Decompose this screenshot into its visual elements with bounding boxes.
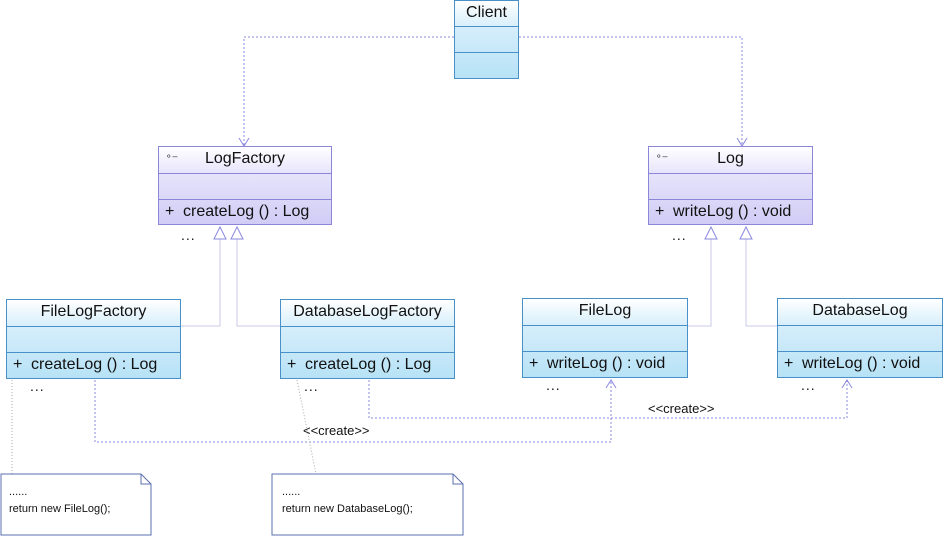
realization-filelogfactory <box>181 239 221 327</box>
create-databaselogfactory-databaselog <box>368 380 848 419</box>
ellipsis-databaselog: ... <box>801 377 816 393</box>
class-databaselogfactory[interactable]: DatabaseLogFactory +createLog () : Log <box>280 299 455 379</box>
note-anchor-databaselogfactory <box>296 379 317 475</box>
ellipsis-filelog: ... <box>546 377 561 393</box>
attributes-section <box>281 327 454 353</box>
attributes-section <box>159 174 331 200</box>
class-filelog[interactable]: FileLog +writeLog () : void <box>522 298 688 378</box>
create-arrowhead-databaselog <box>841 379 853 389</box>
create-stereotype-right: <<create>> <box>648 401 715 416</box>
attributes-section <box>7 327 180 353</box>
class-name: FileLog <box>523 299 687 326</box>
note-line: ...... <box>9 486 28 498</box>
note-line: return new FileLog(); <box>9 503 111 515</box>
class-log[interactable]: ⚬– Log +writeLog () : void <box>648 146 813 225</box>
note-databaselogfactory: ...... return new DatabaseLog(); <box>274 476 463 535</box>
interface-icon: ⚬– <box>165 151 178 161</box>
class-client[interactable]: Client <box>454 0 519 79</box>
interface-icon: ⚬– <box>655 151 668 161</box>
operation-createlog: +createLog () : Log <box>287 356 432 373</box>
ellipsis-databaselogfactory: ... <box>304 378 319 394</box>
operation-writelog: +writeLog () : void <box>784 355 921 372</box>
dependency-client-logfactory <box>243 36 454 146</box>
create-stereotype-left: <<create>> <box>303 423 370 438</box>
operation-createlog: +createLog () : Log <box>165 203 310 220</box>
realization-filelog <box>688 239 712 327</box>
note-filelogfactory: ...... return new FileLog(); <box>1 476 151 535</box>
class-name: FileLogFactory <box>7 300 180 327</box>
realization-triangle-left-2 <box>230 225 244 240</box>
class-name: DatabaseLogFactory <box>281 300 454 327</box>
class-logfactory[interactable]: ⚬– LogFactory +createLog () : Log <box>158 146 332 225</box>
note-line: return new DatabaseLog(); <box>282 503 413 515</box>
class-filelogfactory[interactable]: FileLogFactory +createLog () : Log <box>6 299 181 379</box>
class-name: LogFactory <box>159 147 331 174</box>
realization-databaselog <box>745 239 777 327</box>
class-name: Log <box>649 147 812 174</box>
ellipsis-filelogfactory: ... <box>30 378 45 394</box>
realization-databaselogfactory <box>236 239 280 327</box>
ellipsis-log: ... <box>672 227 687 243</box>
create-filelogfactory-filelog <box>94 380 612 443</box>
realization-triangle-right-2 <box>739 225 753 240</box>
class-name: DatabaseLog <box>778 299 942 326</box>
note-shape-databaselogfactory <box>271 473 464 536</box>
dependency-client-log <box>519 36 743 146</box>
operation-writelog: +writeLog () : void <box>529 355 666 372</box>
attributes-section <box>455 27 518 53</box>
attributes-section <box>778 326 942 352</box>
realization-triangle-left-1 <box>213 225 227 240</box>
operation-createlog: +createLog () : Log <box>13 356 158 373</box>
note-line: ...... <box>282 486 301 498</box>
operations-section <box>455 53 518 78</box>
ellipsis-logfactory: ... <box>181 227 196 243</box>
attributes-section <box>523 326 687 352</box>
operation-writelog: +writeLog () : void <box>655 203 792 220</box>
class-name: Client <box>455 1 518 27</box>
class-databaselog[interactable]: DatabaseLog +writeLog () : void <box>777 298 943 378</box>
note-shape-filelogfactory <box>0 473 152 536</box>
realization-triangle-right-1 <box>704 225 718 240</box>
create-arrowhead-filelog <box>605 379 617 389</box>
attributes-section <box>649 174 812 200</box>
